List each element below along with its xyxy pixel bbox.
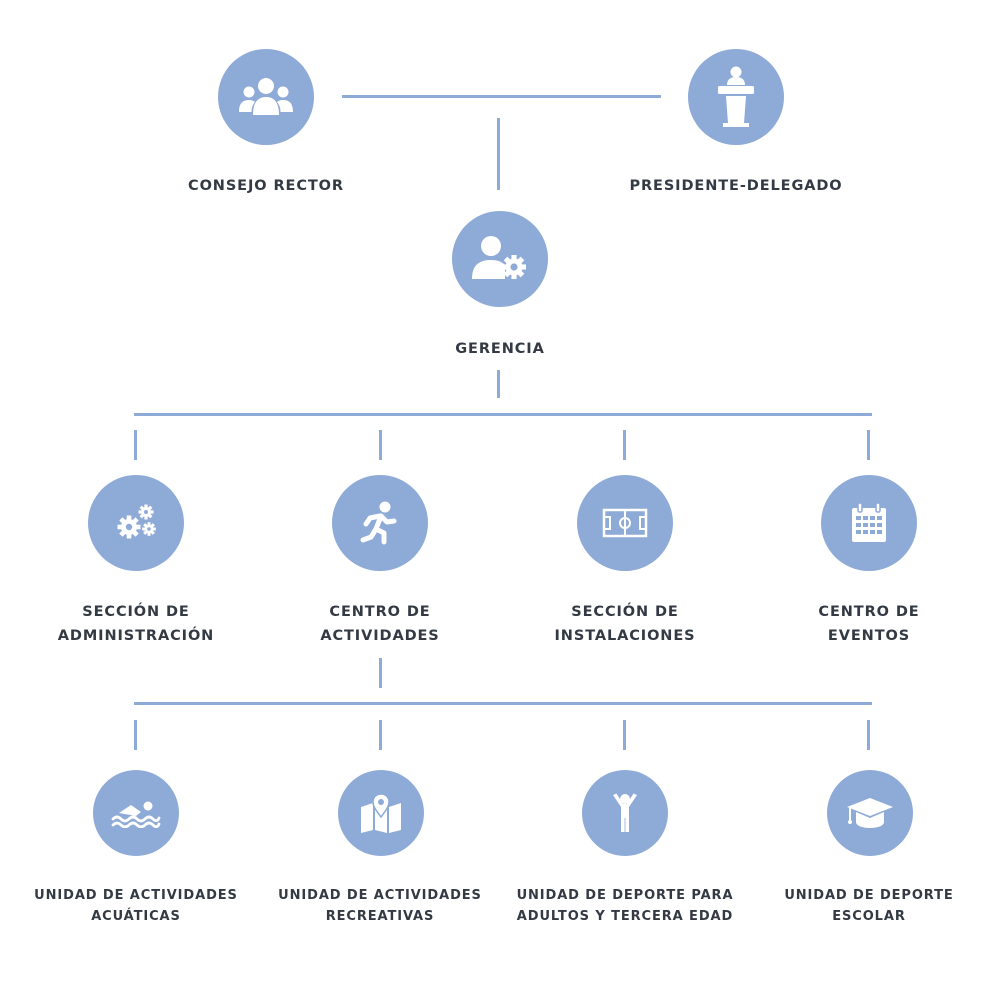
gerencia-label: GERENCIA xyxy=(380,337,620,361)
node-label-line1: UNIDAD DE ACTIVIDADES xyxy=(34,888,238,903)
calendar-icon xyxy=(852,502,886,542)
centro-actividades-node xyxy=(332,475,428,571)
node-label-text: CONSEJO RECTOR xyxy=(188,178,344,194)
connector-line xyxy=(134,430,137,460)
node-label-line2: ACUÁTICAS xyxy=(91,909,181,924)
node-label-line1: CENTRO DE xyxy=(818,604,920,620)
connector-line xyxy=(379,430,382,460)
unidad-adultos-label: UNIDAD DE DEPORTE PARA ADULTOS Y TERCERA… xyxy=(505,885,745,927)
graduation-cap-icon xyxy=(847,798,893,828)
node-label-line1: UNIDAD DE DEPORTE PARA xyxy=(516,888,734,903)
node-label-line2: EVENTOS xyxy=(827,628,911,644)
seccion-administracion-label: SECCIÓN DE ADMINISTRACIÓN xyxy=(16,600,256,648)
unidad-recreativas-label: UNIDAD DE ACTIVIDADES RECREATIVAS xyxy=(260,885,500,927)
gerencia-node xyxy=(452,211,548,307)
sports-field-icon xyxy=(602,508,648,538)
node-label-line1: UNIDAD DE DEPORTE xyxy=(784,888,954,903)
node-label-text: PRESIDENTE-DELEGADO xyxy=(629,178,843,194)
seccion-instalaciones-label: SECCIÓN DE INSTALACIONES xyxy=(505,600,745,648)
connector-line xyxy=(497,370,500,398)
swimmer-icon xyxy=(111,801,161,828)
centro-actividades-label: CENTRO DE ACTIVIDADES xyxy=(260,600,500,648)
connector-line xyxy=(623,430,626,460)
connector-line xyxy=(623,720,626,750)
running-person-icon xyxy=(360,501,397,545)
node-label-line2: RECREATIVAS xyxy=(325,909,435,924)
node-label-line2: ACTIVIDADES xyxy=(320,628,440,644)
unidad-escolar-label: UNIDAD DE DEPORTE ESCOLAR xyxy=(749,885,989,927)
consejo-rector-label: CONSEJO RECTOR xyxy=(146,174,386,198)
centro-eventos-label: CENTRO DE EVENTOS xyxy=(749,600,989,648)
seccion-instalaciones-node xyxy=(577,475,673,571)
node-label-line2: ADMINISTRACIÓN xyxy=(57,628,215,644)
connector-line xyxy=(134,702,872,705)
centro-eventos-node xyxy=(821,475,917,571)
unidad-acuaticas-label: UNIDAD DE ACTIVIDADES ACUÁTICAS xyxy=(16,885,256,927)
seccion-administracion-node xyxy=(88,475,184,571)
person-arms-up-icon xyxy=(613,793,637,832)
node-label-line1: UNIDAD DE ACTIVIDADES xyxy=(278,888,482,903)
unidad-acuaticas-node xyxy=(93,770,179,856)
map-pin-icon xyxy=(361,793,401,833)
consejo-rector-node xyxy=(218,49,314,145)
presidente-delegado-node xyxy=(688,49,784,145)
lectern-icon xyxy=(718,66,754,127)
presidente-delegado-label: PRESIDENTE-DELEGADO xyxy=(616,174,856,198)
connector-line xyxy=(134,720,137,750)
connector-line xyxy=(342,95,661,98)
node-label-line2: INSTALACIONES xyxy=(554,628,696,644)
node-label-line2: ESCOLAR xyxy=(832,909,906,924)
node-label-text: GERENCIA xyxy=(455,341,545,357)
connector-line xyxy=(867,430,870,460)
connector-line xyxy=(379,658,382,688)
unidad-adultos-node xyxy=(582,770,668,856)
node-label-line1: SECCIÓN DE xyxy=(82,604,190,620)
unidad-escolar-node xyxy=(827,770,913,856)
connector-line xyxy=(867,720,870,750)
gears-icon xyxy=(117,504,156,539)
node-label-line1: CENTRO DE xyxy=(329,604,431,620)
user-gear-icon xyxy=(472,236,526,279)
connector-line xyxy=(379,720,382,750)
node-label-line2: ADULTOS Y TERCERA EDAD xyxy=(516,909,734,924)
connector-line xyxy=(497,118,500,190)
connector-line xyxy=(134,413,872,416)
unidad-recreativas-node xyxy=(338,770,424,856)
people-group-icon xyxy=(239,78,293,115)
node-label-line1: SECCIÓN DE xyxy=(571,604,679,620)
